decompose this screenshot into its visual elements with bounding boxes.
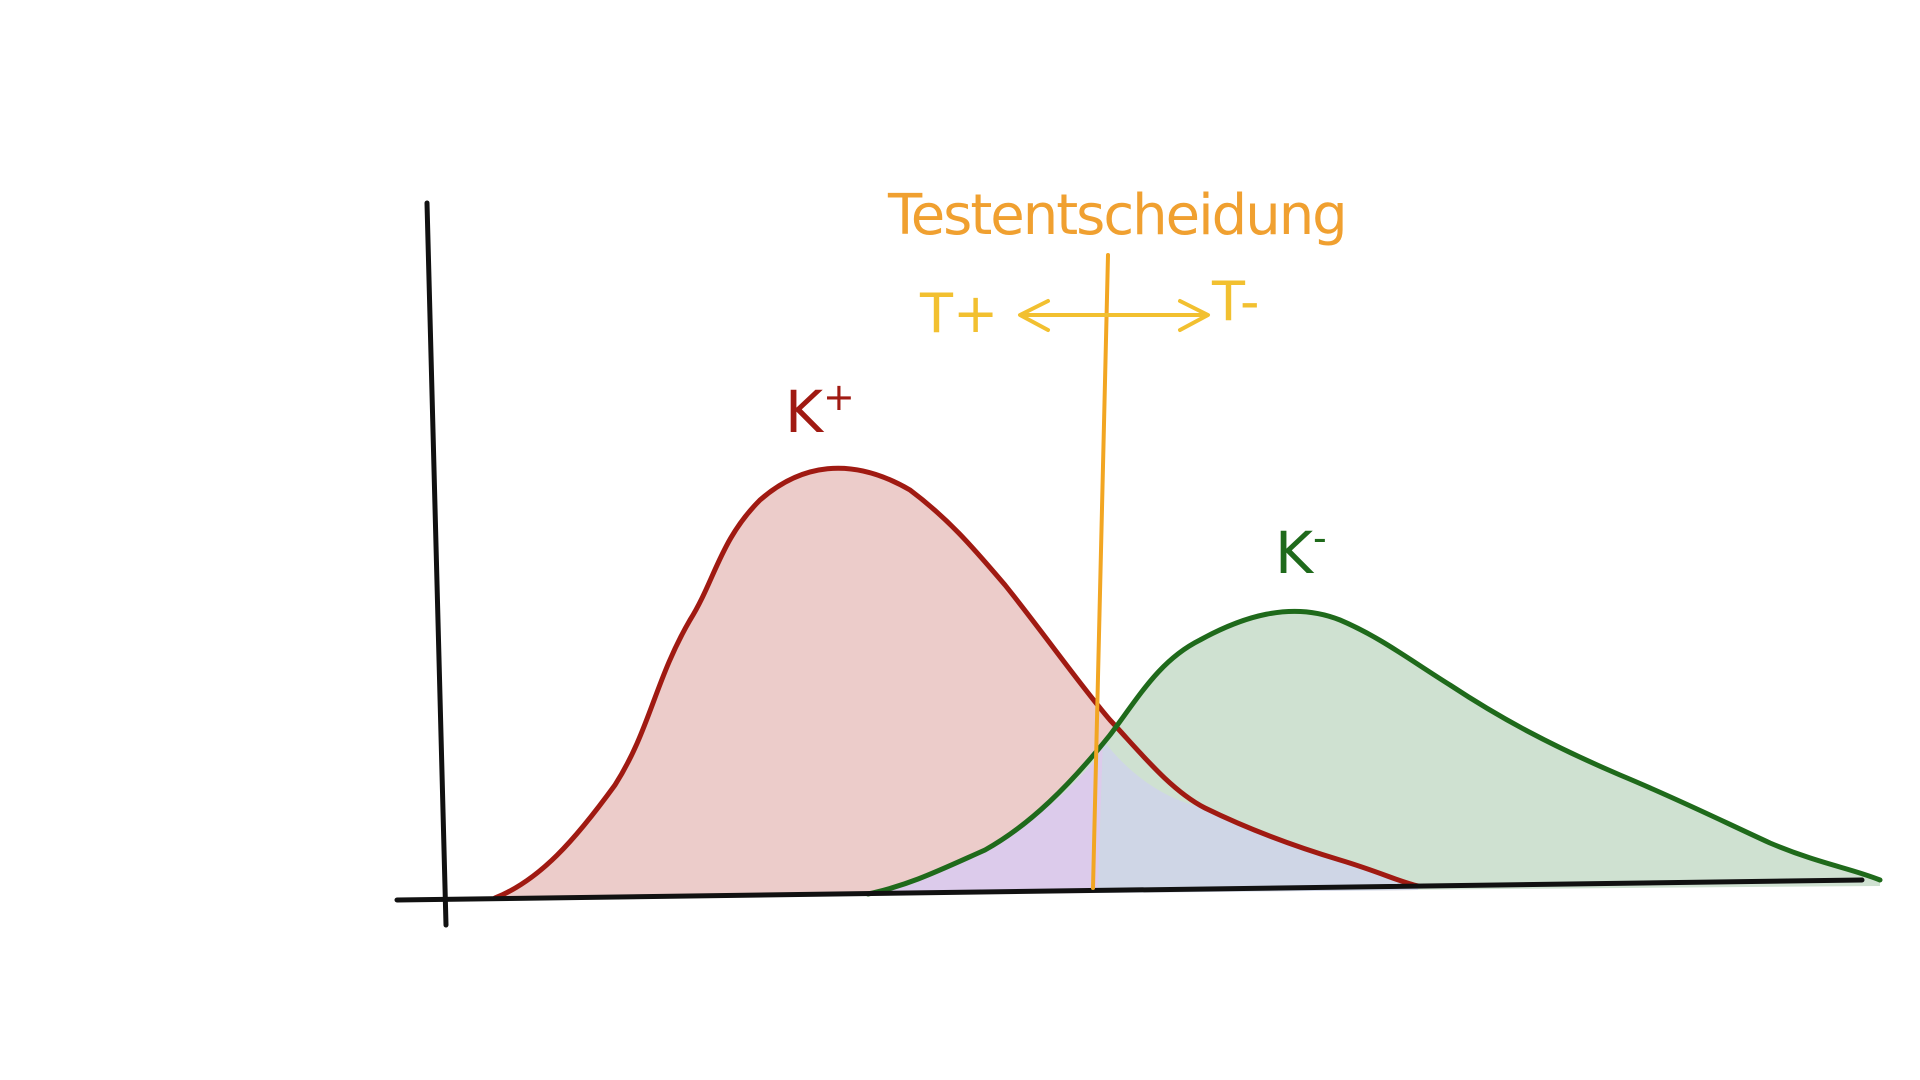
k-plus-curve bbox=[492, 465, 1421, 901]
overlap-area-left bbox=[868, 740, 1103, 894]
t-minus-label: T- bbox=[1211, 270, 1260, 333]
t-plus-label: T+ bbox=[919, 282, 998, 345]
k-plus-area bbox=[495, 468, 1418, 898]
k-plus-label: K+ bbox=[785, 375, 855, 446]
overlap-area-right bbox=[1098, 740, 1418, 893]
decision-threshold-line bbox=[1091, 253, 1110, 890]
k-minus-label: K- bbox=[1275, 516, 1327, 587]
k-minus-sup: - bbox=[1313, 516, 1327, 560]
x-axis bbox=[394, 877, 1865, 903]
double-arrow-icon bbox=[1018, 299, 1210, 332]
y-axis bbox=[424, 200, 449, 928]
k-minus-base: K bbox=[1275, 519, 1315, 587]
k-minus-curve bbox=[865, 608, 1883, 897]
k-plus-base: K bbox=[785, 378, 825, 446]
decision-label: Testentscheidung bbox=[887, 183, 1346, 248]
k-plus-sup: + bbox=[823, 375, 855, 419]
